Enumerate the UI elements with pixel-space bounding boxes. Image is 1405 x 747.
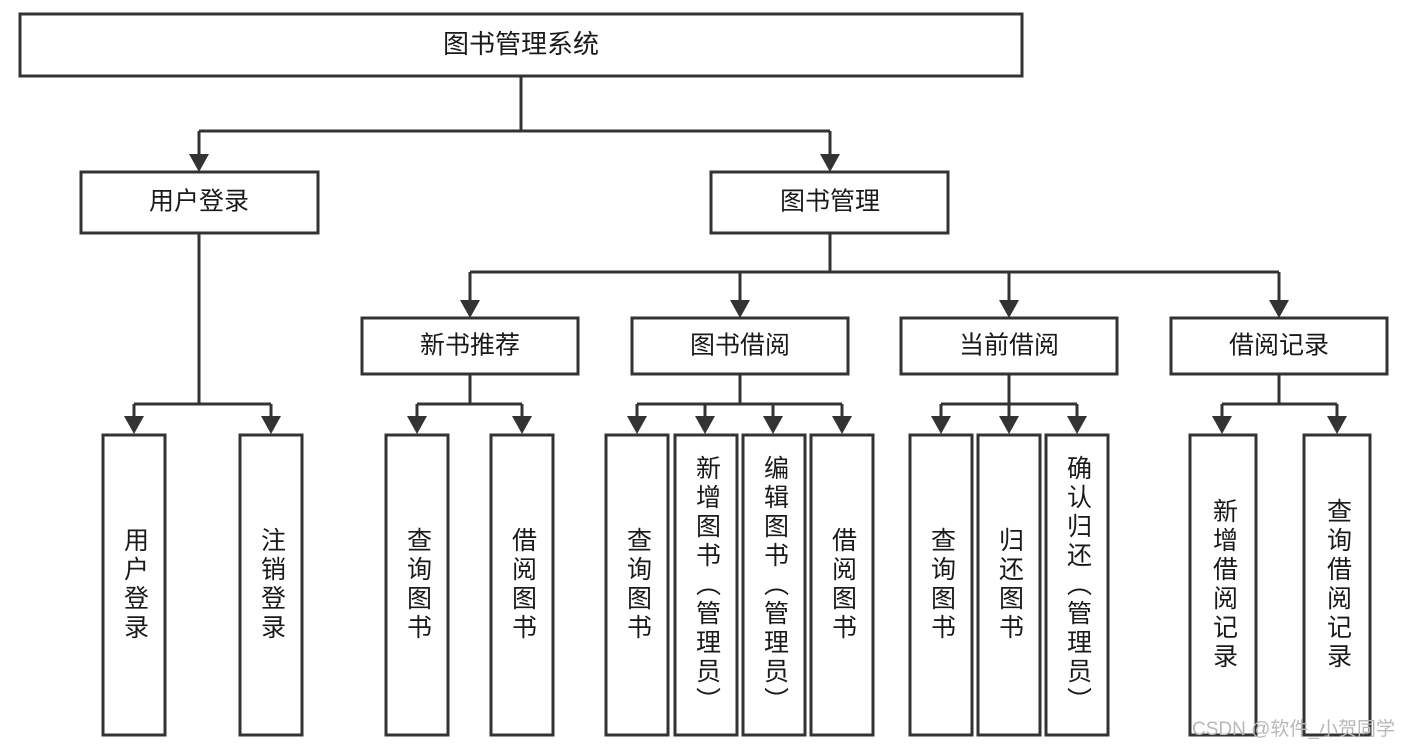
node-current-borrow[interactable]: 当前借阅	[899, 316, 1119, 376]
leaf-node-logout[interactable]	[238, 433, 304, 737]
leaf-node-return-book[interactable]	[976, 433, 1042, 737]
node-user-login-label: 用户登录	[149, 188, 249, 216]
leaf-node-query-book-3[interactable]	[908, 433, 974, 737]
node-root[interactable]: 图书管理系统	[18, 12, 1024, 78]
node-current-borrow-label: 当前借阅	[959, 332, 1059, 360]
leaf-node-add-borrow-record[interactable]	[1188, 433, 1258, 737]
leaf-node-user-login[interactable]	[101, 433, 167, 737]
leaf-node-add-book-admin[interactable]	[673, 433, 739, 737]
node-borrow-records-label: 借阅记录	[1229, 332, 1329, 360]
node-borrow-records[interactable]: 借阅记录	[1169, 316, 1389, 376]
connectors-login-to-leaves	[124, 233, 281, 434]
connectors-current-to-leaves	[931, 374, 1087, 434]
node-book-borrow-label: 图书借阅	[690, 332, 790, 360]
leaf-node-edit-book-admin[interactable]	[741, 433, 807, 737]
node-root-label: 图书管理系统	[443, 29, 599, 59]
connectors-borrow-to-leaves	[627, 374, 852, 434]
connectors-newbook-to-leaves	[407, 374, 532, 434]
connectors-bookmgmt-to-level3	[460, 233, 1289, 318]
leaf-node-query-book-2[interactable]	[604, 433, 670, 737]
leaf-node-query-borrow-record[interactable]	[1302, 433, 1372, 737]
leaf-node-query-book-1[interactable]	[384, 433, 450, 737]
node-book-management[interactable]: 图书管理	[709, 170, 950, 235]
leaf-node-borrow-book-1[interactable]	[489, 433, 555, 737]
node-book-management-label: 图书管理	[780, 188, 880, 216]
node-book-borrow[interactable]: 图书借阅	[630, 316, 850, 376]
leaf-node-confirm-return-admin[interactable]	[1044, 433, 1110, 737]
node-new-book-recommend-label: 新书推荐	[420, 332, 520, 360]
csdn-watermark: CSDN @软件_小贺同学	[1192, 719, 1395, 740]
node-new-book-recommend[interactable]: 新书推荐	[360, 316, 580, 376]
node-user-login[interactable]: 用户登录	[79, 170, 320, 235]
connectors-root-to-level2	[189, 76, 840, 172]
connectors-records-to-leaves	[1212, 374, 1347, 434]
leaf-node-borrow-book-2[interactable]	[809, 433, 875, 737]
